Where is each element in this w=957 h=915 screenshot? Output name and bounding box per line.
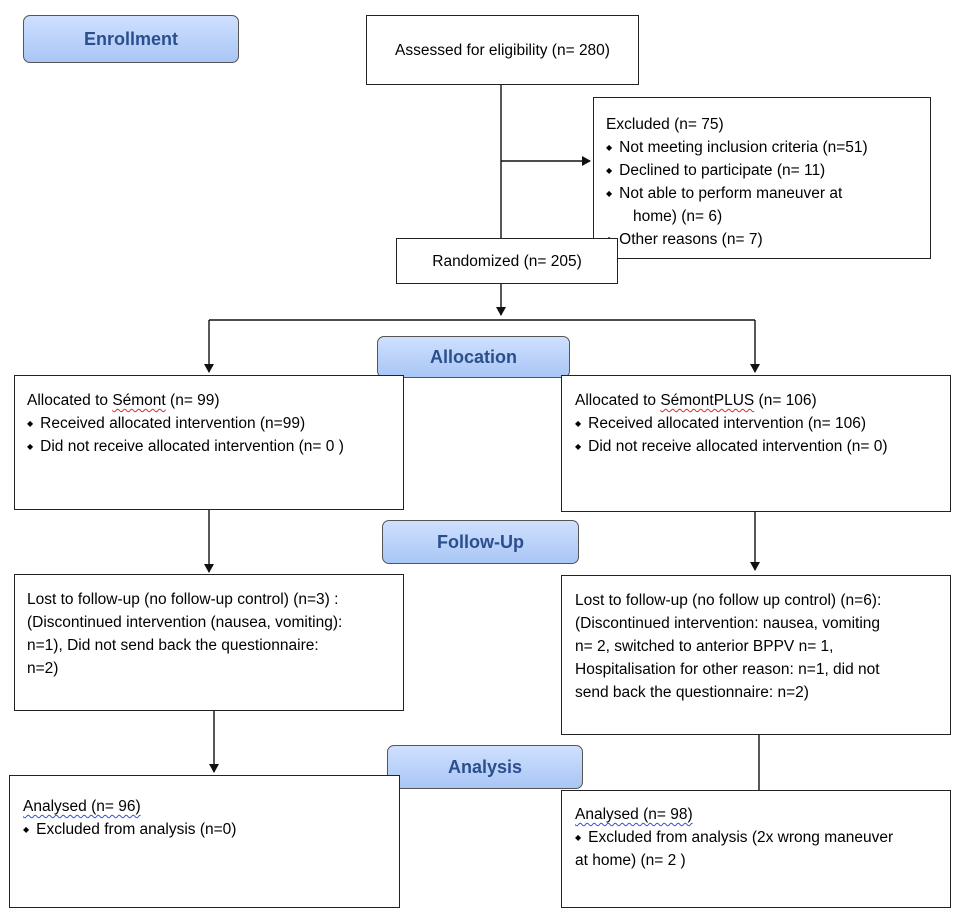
followup-line: Hospitalisation for other reason: n=1, d… (575, 661, 880, 678)
allocated-semontplus-title: Allocated to SémontPLUS (n= 106) (575, 392, 817, 409)
allocated-semont-title: Allocated to Sémont (n= 99) (27, 392, 220, 409)
excluded-item: Not meeting inclusion criteria (n=51) (606, 136, 930, 159)
excluded-item-continued: home) (n= 6) (633, 208, 723, 225)
analysed-title: Analysed (n= 98) (575, 806, 693, 823)
analysed-title: Analysed (n= 96) (23, 798, 141, 815)
followup-semont-box: Lost to follow-up (no follow-up control)… (14, 574, 404, 711)
followup-line: (Discontinued intervention: nausea, vomi… (575, 615, 881, 632)
followup-line: n= 2, switched to anterior BPPV n= 1, (575, 638, 834, 655)
followup-line: n=2) (27, 660, 59, 677)
excluded-item: Not able to perform maneuver at (606, 182, 930, 205)
randomized-box: Randomized (n= 205) (396, 238, 618, 284)
followup-line: Lost to follow-up (no follow up control)… (575, 592, 882, 609)
assessed-text: Assessed for eligibility (n= 280) (395, 41, 610, 59)
assessed-box: Assessed for eligibility (n= 280) (366, 15, 639, 85)
excluded-item: Other reasons (n= 7) (606, 228, 930, 251)
allocated-item: Received allocated intervention (n=99) (27, 412, 403, 435)
analysed-semontplus-box: Analysed (n= 98) Excluded from analysis … (561, 790, 951, 908)
stage-follow-up: Follow-Up (382, 520, 579, 564)
excluded-title: Excluded (n= 75) (606, 116, 724, 133)
followup-semontplus-box: Lost to follow-up (no follow up control)… (561, 575, 951, 735)
randomized-text: Randomized (n= 205) (432, 252, 582, 270)
stage-allocation: Allocation (377, 336, 570, 378)
analysed-item: Excluded from analysis (2x wrong maneuve… (575, 826, 950, 849)
followup-line: n=1), Did not send back the questionnair… (27, 637, 319, 654)
analysed-item-continued: at home) (n= 2 ) (575, 852, 686, 869)
analysed-semont-box: Analysed (n= 96) Excluded from analysis … (9, 775, 400, 908)
excluded-item: Declined to participate (n= 11) (606, 159, 930, 182)
analysed-item: Excluded from analysis (n=0) (23, 818, 399, 841)
allocated-item: Received allocated intervention (n= 106) (575, 412, 950, 435)
allocated-item: Did not receive allocated intervention (… (575, 435, 950, 458)
followup-line: send back the questionnaire: n=2) (575, 684, 809, 701)
allocated-semont-box: Allocated to Sémont (n= 99) Received all… (14, 375, 404, 510)
stage-analysis: Analysis (387, 745, 583, 789)
stage-enrollment: Enrollment (23, 15, 239, 63)
allocated-item: Did not receive allocated intervention (… (27, 435, 403, 458)
allocated-semontplus-box: Allocated to SémontPLUS (n= 106) Receive… (561, 375, 951, 512)
followup-line: Lost to follow-up (no follow-up control)… (27, 591, 339, 608)
excluded-box: Excluded (n= 75) Not meeting inclusion c… (593, 97, 931, 259)
followup-line: (Discontinued intervention (nausea, vomi… (27, 614, 343, 631)
